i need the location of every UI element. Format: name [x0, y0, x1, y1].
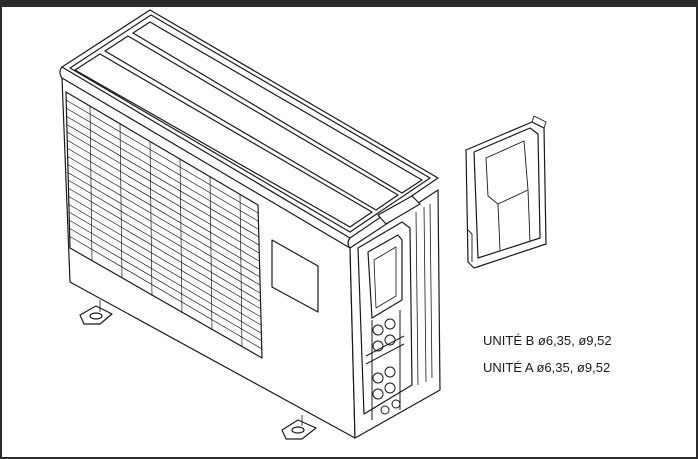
piping-cover	[465, 115, 547, 269]
unit-a-pipe-label: UNITÉ A ø6,35, ø9,52	[483, 360, 611, 375]
unit-feet	[79, 300, 317, 440]
piping-valves	[365, 310, 405, 420]
service-cover	[367, 234, 403, 319]
unit-side-face	[349, 189, 441, 439]
unit-top-panel	[59, 9, 439, 249]
unit-b-pipe-label: UNITÉ B ø6,35, ø9,52	[483, 333, 612, 348]
nameplate	[271, 239, 319, 313]
fan-grille	[65, 99, 263, 350]
unit-front-face	[61, 77, 356, 439]
